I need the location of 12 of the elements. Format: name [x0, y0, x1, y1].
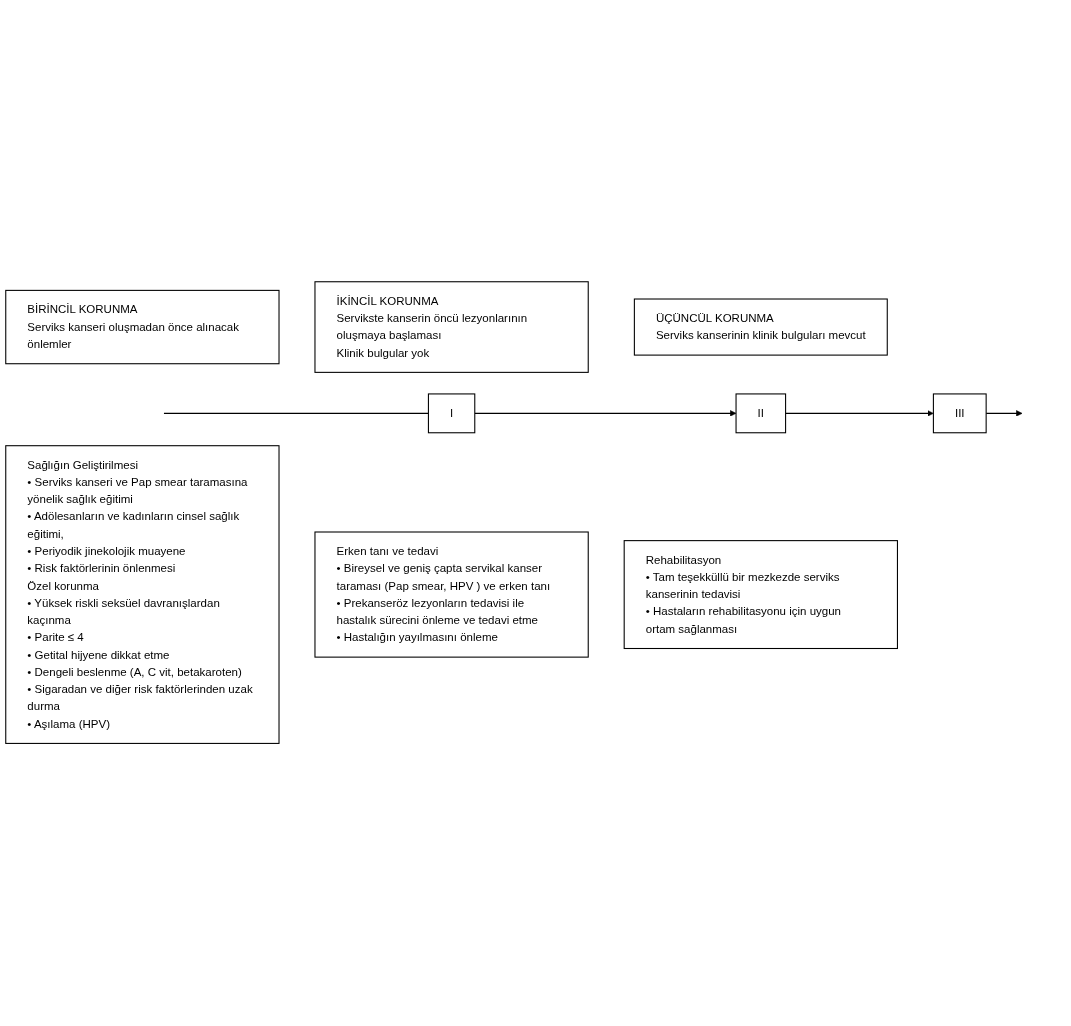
node-box: Sağlığın Geliştirilmesi • Serviks kanseri ve Pap smear taramasına yönelik sağlık eğitimi • Adölesanların ve kadınların cinsel sağlık eğitimi, • Periyodik jinekolojik muayene • Risk faktörlerinin önlenmesi Özel korunma • Yüksek riskli seksüel davranışlardan kaçınma • Parite ≤ 4 • Getital hijyene dikkat etme • Dengeli beslenme (A, C vit, betakaroten) • Sigaradan ve diğer risk faktörlerinden uzak durma • Aşılama (HPV)	[5, 445, 280, 745]
node-box: III	[932, 393, 987, 434]
node-box: II	[735, 393, 787, 434]
arrow	[785, 410, 934, 417]
node-box: Erken tanı ve tedavi • Bireysel ve geniş çapta servikal kanser taraması (Pap smear, HPV ) ve erken tanı • Prekanseröz lezyonların tedavisi ile hastalık sürecini önleme ve tedavi etme • Hastalığın yayılmasını önleme	[314, 531, 589, 659]
node-box: BİRİNCİL KORUNMA Serviks kanseri oluşmadan önce alınacak önlemler	[5, 290, 280, 365]
connector	[163, 413, 429, 415]
node-box: I	[427, 393, 476, 434]
node-box: ÜÇÜNCÜL KORUNMA Serviks kanserinin klinik bulguları mevcut	[633, 298, 888, 357]
node-box: İKİNCİL KORUNMA Servikste kanserin öncü lezyonlarının oluşmaya başlaması Klinik bulgular yok	[314, 281, 589, 374]
arrow	[474, 410, 737, 417]
node-box: Rehabilitasyon • Tam teşekküllü bir mezkezde serviks kanserinin tedavisi • Hastaların rehabilitasyonu için uygun ortam sağlanması	[623, 540, 898, 650]
